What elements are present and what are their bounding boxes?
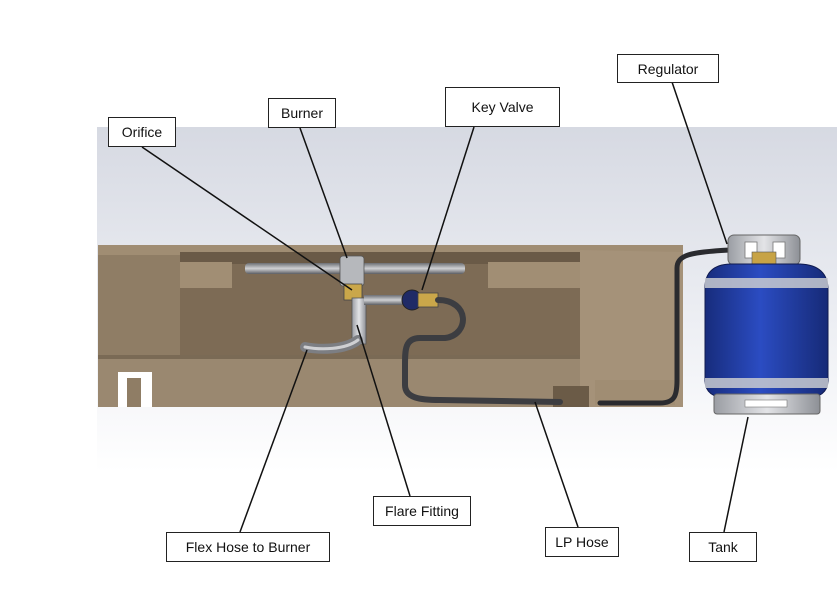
label-burner: Burner [268,98,336,128]
leader-regulator [671,81,728,245]
lp-hose-external [597,247,733,406]
leader-tank [723,416,749,533]
propane-tank [704,234,829,415]
leader-lines [141,81,749,533]
lp-hose-internal [402,297,563,405]
leader-burner [299,127,348,259]
label-orifice: Orifice [108,117,176,147]
leader-lp-hose [534,401,579,528]
label-tank: Tank [689,532,757,562]
label-key-valve: Key Valve [445,87,560,127]
leader-key-valve [421,126,475,291]
burner-bar [245,255,465,287]
label-lp-hose: LP Hose [545,527,619,557]
leader-flare-fitting [356,324,411,497]
orifice-fitting [343,283,404,345]
leader-flex-hose [239,349,308,533]
leader-orifice [141,146,353,291]
label-flex-hose: Flex Hose to Burner [166,532,330,562]
label-regulator: Regulator [617,54,719,83]
label-flare-fitting: Flare Fitting [373,496,471,526]
key-valve [401,289,439,311]
